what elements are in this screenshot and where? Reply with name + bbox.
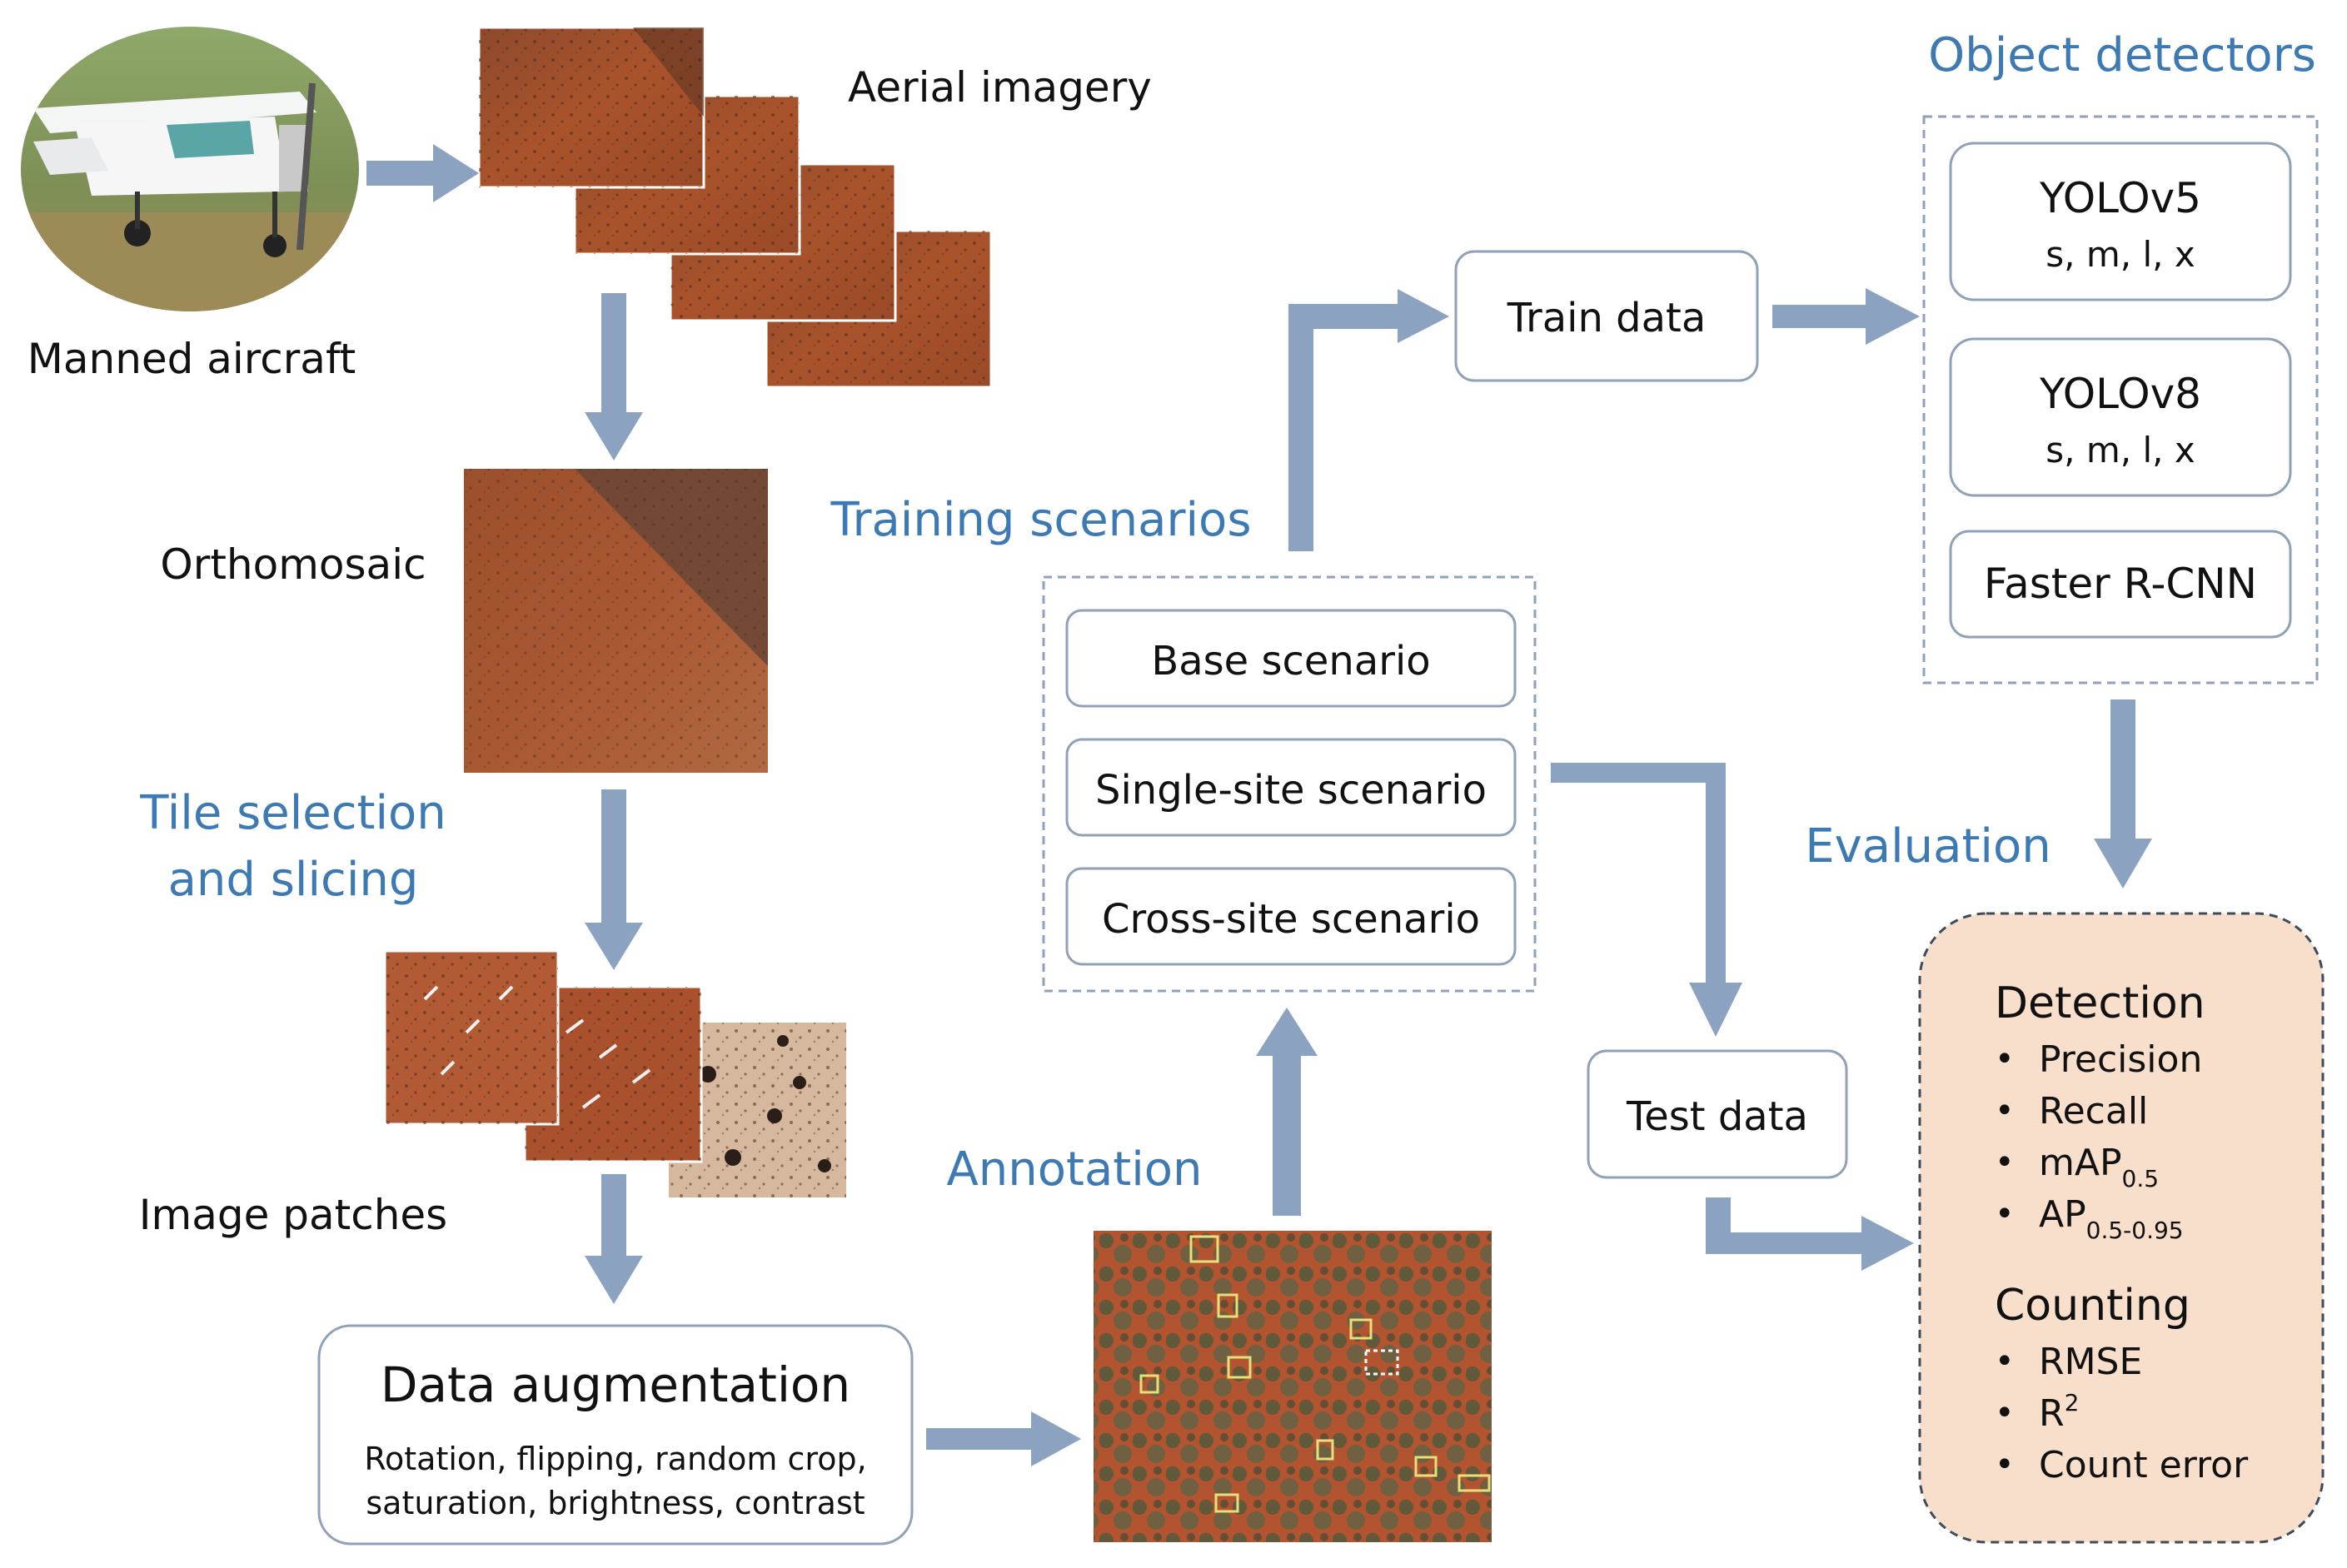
arrow-imagery-to-orthomosaic xyxy=(585,293,643,460)
bullet: • xyxy=(1995,1092,2015,1130)
tile-selection-label-line2: and slicing xyxy=(168,853,419,907)
arrow-scenarios-to-test xyxy=(1551,763,1742,1037)
yolov5-name: YOLOv5 xyxy=(2039,174,2201,222)
bullet: • xyxy=(1995,1446,2015,1484)
bullet: • xyxy=(1995,1394,2015,1432)
data-augmentation-line2: saturation, brightness, contrast xyxy=(366,1485,865,1521)
object-detectors-container xyxy=(1922,115,2319,684)
data-augmentation-title: Data augmentation xyxy=(381,1356,850,1413)
arrows xyxy=(366,144,2152,1466)
metric-rmse: RMSE xyxy=(2039,1341,2142,1383)
cross-site-scenario-label: Cross-site scenario xyxy=(1102,896,1480,943)
yolov8-box xyxy=(1949,337,2292,497)
bullet: • xyxy=(1995,1040,2015,1078)
aircraft-photo xyxy=(21,27,359,311)
aerial-imagery-stack xyxy=(477,26,993,389)
faster-rcnn-name: Faster R-CNN xyxy=(1984,560,2257,608)
base-scenario-box xyxy=(1065,609,1517,708)
bullet: • xyxy=(1995,1143,2015,1182)
object-detectors-label: Object detectors xyxy=(1928,28,2316,82)
training-scenarios-label: Training scenarios xyxy=(830,493,1251,547)
aerial-imagery-label: Aerial imagery xyxy=(848,63,1152,112)
arrow-patches-to-augmentation xyxy=(585,1174,643,1304)
tile-selection-label: Tile selection xyxy=(139,786,446,840)
arrow-annotation-to-scenarios xyxy=(1256,1008,1318,1216)
detection-title: Detection xyxy=(1995,978,2205,1028)
test-data-label: Test data xyxy=(1626,1093,1808,1140)
arrow-aircraft-to-imagery xyxy=(366,144,479,202)
metric-r2: R2 xyxy=(2039,1389,2079,1435)
cross-site-scenario-box xyxy=(1065,867,1517,966)
image-patches-label: Image patches xyxy=(139,1191,447,1239)
single-site-scenario-label: Single-site scenario xyxy=(1095,767,1487,814)
yolov8-variants: s, m, l, x xyxy=(2046,430,2195,470)
counting-title: Counting xyxy=(1995,1281,2190,1331)
metric-recall: Recall xyxy=(2039,1090,2148,1132)
arrow-detectors-to-evaluation xyxy=(2094,699,2152,889)
bullet: • xyxy=(1995,1342,2015,1381)
yolov8-name: YOLOv8 xyxy=(2039,370,2201,418)
arrow-orthomosaic-to-patches xyxy=(585,789,643,970)
evaluation-label: Evaluation xyxy=(1805,819,2051,874)
metric-map: mAP0.5 xyxy=(2039,1142,2159,1192)
metric-count-error: Count error xyxy=(2039,1444,2249,1486)
data-augmentation-box xyxy=(317,1324,914,1546)
yolov5-box xyxy=(1949,142,2292,301)
manned-aircraft-label: Manned aircraft xyxy=(27,335,356,383)
train-data-label: Train data xyxy=(1507,295,1707,341)
train-data-box xyxy=(1454,250,1759,382)
faster-rcnn-box xyxy=(1949,530,2292,639)
single-site-scenario-box xyxy=(1065,738,1517,837)
arrow-test-to-evaluation xyxy=(1706,1197,1914,1271)
annotation-label: Annotation xyxy=(946,1142,1202,1197)
yolov5-variants: s, m, l, x xyxy=(2046,234,2195,275)
training-scenarios-container xyxy=(1042,575,1537,993)
bullet: • xyxy=(1995,1195,2015,1233)
orthomosaic-label: Orthomosaic xyxy=(160,540,426,589)
annotation-image xyxy=(1094,1231,1492,1542)
evaluation-box xyxy=(1918,912,2325,1544)
arrow-train-to-detectors xyxy=(1772,288,1920,345)
base-scenario-label: Base scenario xyxy=(1151,638,1430,684)
metric-precision: Precision xyxy=(2039,1038,2202,1081)
image-patches xyxy=(383,949,846,1197)
arrow-scenarios-to-train xyxy=(1288,289,1449,551)
test-data-box xyxy=(1587,1049,1848,1179)
arrow-augmentation-to-annotation xyxy=(926,1411,1081,1466)
metric-ap: AP0.5-0.95 xyxy=(2039,1193,2184,1244)
data-augmentation-line1: Rotation, flipping, random crop, xyxy=(364,1441,866,1477)
orthomosaic-image xyxy=(464,469,768,773)
